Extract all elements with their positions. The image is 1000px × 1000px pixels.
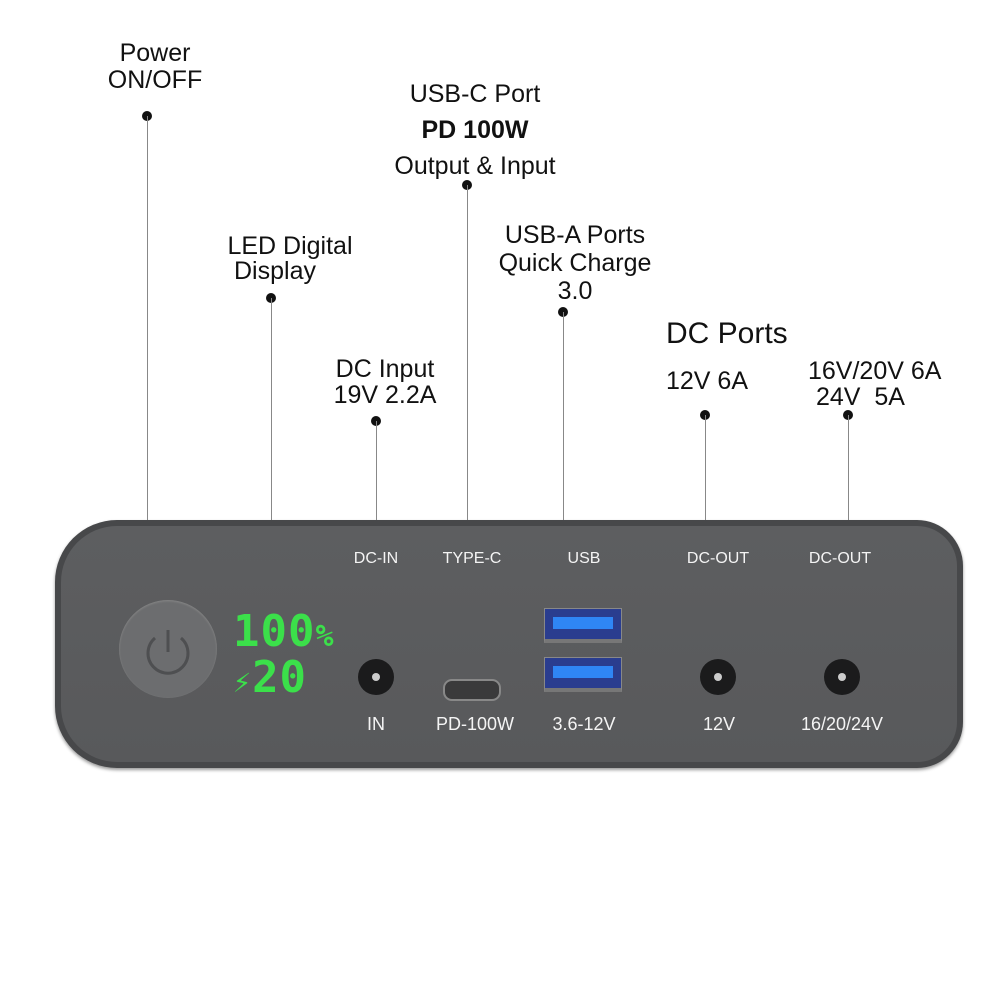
label-12v: 12V bbox=[702, 714, 736, 734]
label-usb-voltage: 3.6-12V bbox=[552, 714, 616, 734]
label-dc-out-24: DC-OUT bbox=[808, 550, 872, 567]
lcd-percent-value: 100 bbox=[233, 606, 316, 657]
callout-power: Power ON/OFF bbox=[95, 40, 215, 94]
label-type-c: TYPE-C bbox=[442, 550, 502, 567]
label-in: IN bbox=[367, 714, 385, 734]
callout-text: 24V 5A bbox=[816, 383, 905, 411]
leader-line bbox=[705, 415, 706, 522]
callout-text: PD 100W bbox=[421, 116, 529, 144]
power-button[interactable] bbox=[119, 600, 217, 698]
lcd-percent-sign: % bbox=[315, 619, 335, 654]
callout-usbc: USB-C Port PD 100W Output & Input bbox=[370, 76, 580, 184]
dc-ports-title: DC Ports bbox=[666, 317, 788, 350]
callout-text: Output & Input bbox=[394, 152, 556, 180]
callout-text: Quick Charge bbox=[498, 249, 652, 277]
callout-text: Display bbox=[234, 257, 316, 285]
callout-text: USB-A Ports bbox=[504, 221, 646, 249]
dc-out-12v-port[interactable] bbox=[700, 659, 736, 695]
callout-text: 19V 2.2A bbox=[333, 381, 437, 409]
usb-a-port-1[interactable] bbox=[544, 608, 622, 643]
callout-dc-input: DC Input 19V 2.2A bbox=[310, 356, 460, 408]
callout-dc24: 16V/20V 6A 24V 5A bbox=[808, 358, 941, 410]
dc-in-port[interactable] bbox=[358, 659, 394, 695]
callout-text: USB-C Port bbox=[409, 80, 541, 108]
power-icon bbox=[146, 630, 190, 675]
leader-line bbox=[376, 421, 377, 522]
callout-text: DC Input bbox=[335, 355, 435, 383]
label-16-20-24v: 16/20/24V bbox=[800, 714, 884, 734]
label-usb: USB bbox=[567, 550, 601, 567]
callout-usba: USB-A Ports Quick Charge 3.0 bbox=[475, 221, 675, 305]
leader-line bbox=[467, 185, 468, 522]
label-dc-in: DC-IN bbox=[353, 550, 399, 567]
dc-out-24v-port[interactable] bbox=[824, 659, 860, 695]
label-pd-100w: PD-100W bbox=[435, 714, 515, 734]
callout-text: ON/OFF bbox=[107, 66, 203, 94]
leader-line bbox=[271, 298, 272, 522]
lcd-power-value: 20 bbox=[252, 652, 308, 703]
callout-text: Power bbox=[119, 39, 191, 67]
leader-line bbox=[563, 312, 564, 522]
callout-dc12: 12V 6A bbox=[666, 367, 749, 395]
lcd-power: ⚡20 bbox=[233, 656, 307, 705]
callout-led: LED Digital Display bbox=[200, 234, 380, 284]
label-dc-out-12: DC-OUT bbox=[686, 550, 750, 567]
callout-text: 16V/20V 6A bbox=[808, 357, 942, 385]
lightning-icon: ⚡ bbox=[233, 665, 253, 700]
usb-a-port-2[interactable] bbox=[544, 657, 622, 692]
leader-line bbox=[848, 415, 849, 522]
lcd-percent: 100% bbox=[233, 610, 335, 659]
power-bank: 100% ⚡20 DC-IN TYPE-C USB DC-OUT DC-OUT … bbox=[55, 520, 963, 768]
leader-line bbox=[147, 116, 148, 522]
usb-c-port[interactable] bbox=[443, 679, 501, 701]
callout-text: 3.0 bbox=[557, 277, 593, 305]
callout-text: LED Digital bbox=[227, 232, 353, 260]
